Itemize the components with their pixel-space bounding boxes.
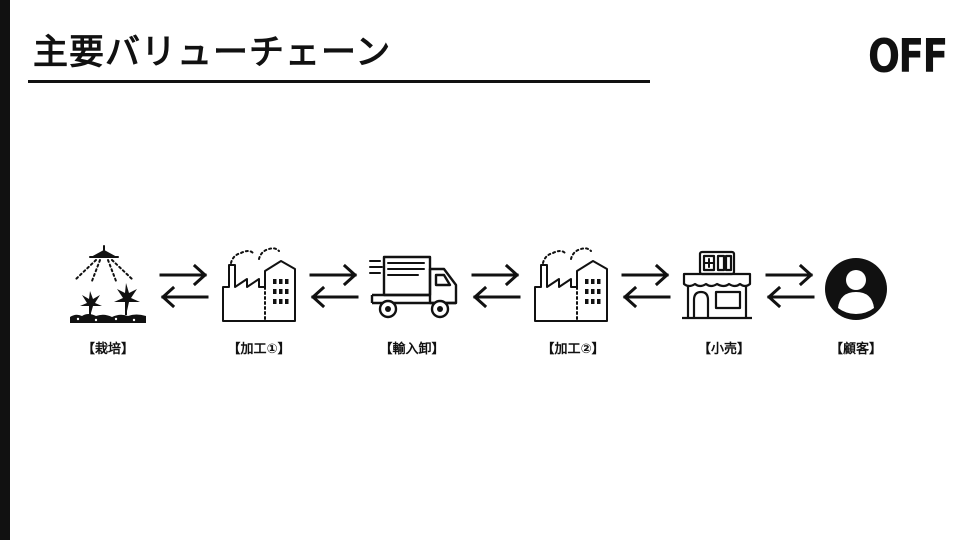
step-label-cultivation: 【栽培】 bbox=[81, 342, 134, 357]
factory-icon bbox=[534, 247, 608, 322]
delivery-truck-icon bbox=[369, 255, 458, 319]
title-underline bbox=[28, 80, 650, 83]
bidirectional-arrows-icon bbox=[471, 263, 521, 308]
factory-icon bbox=[222, 247, 296, 322]
bidirectional-arrows-icon bbox=[159, 263, 209, 308]
left-accent-bar bbox=[0, 0, 10, 540]
bidirectional-arrows-icon bbox=[621, 263, 671, 308]
step-label-processing-1: 【加工①】 bbox=[227, 342, 291, 357]
step-label-customer: 【顧客】 bbox=[829, 342, 882, 357]
bidirectional-arrows-icon bbox=[765, 263, 815, 308]
brand-logo: OFF bbox=[868, 29, 948, 83]
step-label-retail: 【小売】 bbox=[697, 342, 750, 357]
slide-title: 主要バリューチェーン bbox=[33, 33, 392, 73]
bidirectional-arrows-icon bbox=[309, 263, 359, 308]
step-label-processing-2: 【加工②】 bbox=[541, 342, 605, 357]
step-label-import-wholesale: 【輸入卸】 bbox=[379, 342, 445, 357]
user-avatar-icon bbox=[825, 258, 887, 320]
cultivation-icon bbox=[70, 245, 146, 323]
pharmacy-store-icon bbox=[682, 250, 752, 320]
